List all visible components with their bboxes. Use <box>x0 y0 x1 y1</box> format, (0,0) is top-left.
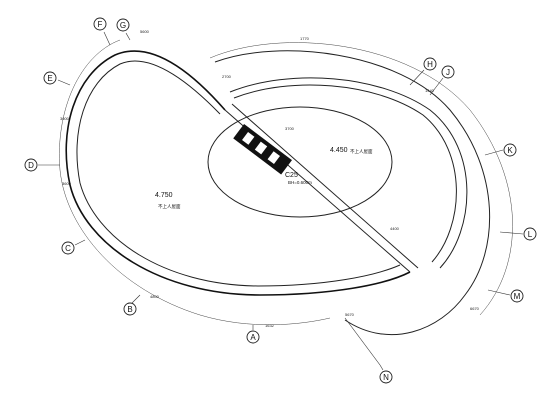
svg-text:E: E <box>47 74 52 83</box>
dim-right-2: 6670 <box>470 306 480 311</box>
dim-upper: 2700 <box>222 74 232 79</box>
svg-text:H: H <box>427 60 433 69</box>
axis-E: E <box>43 71 71 86</box>
right-ring-inner <box>229 77 468 269</box>
level-right-note: 不上人屋面 <box>350 148 373 155</box>
axis-L: L <box>499 227 537 241</box>
svg-text:D: D <box>28 161 34 170</box>
axis-A: A <box>246 325 260 344</box>
level-left: 4.750 <box>155 192 173 199</box>
dim-bottom-2: 1632 <box>265 323 275 328</box>
axis-F: F <box>93 17 111 46</box>
axis-M: M <box>487 289 524 303</box>
dim-core: 3700 <box>285 126 295 131</box>
right-ring-inner-2 <box>233 84 457 263</box>
svg-text:N: N <box>383 373 389 382</box>
axis-D: D <box>24 158 60 172</box>
level-left-note: 不上人屋面 <box>158 203 181 210</box>
left-dimension-chain <box>59 39 331 325</box>
axis-K: K <box>484 143 517 157</box>
level-right: 4.450 <box>330 147 348 154</box>
outer-dimension-arc <box>209 42 513 316</box>
svg-text:M: M <box>514 292 521 301</box>
svg-text:K: K <box>507 146 513 155</box>
left-wing-outer-edge <box>65 50 411 296</box>
dim-left-1: 3600 <box>60 116 70 121</box>
core-block <box>233 123 292 175</box>
dim-right-top: 1440 <box>425 88 435 93</box>
dim-left-2: 3600 <box>62 181 72 186</box>
radial-edge-inner <box>231 103 419 269</box>
axis-J: J <box>429 65 455 96</box>
dim-right-3: 5670 <box>345 312 355 317</box>
central-ellipse <box>207 106 393 218</box>
svg-text:F: F <box>98 20 103 29</box>
axis-C: C <box>61 239 86 255</box>
svg-text:G: G <box>120 21 126 30</box>
dim-top: 5600 <box>140 29 150 34</box>
axis-G: G <box>116 18 131 41</box>
axis-N: N <box>379 364 393 384</box>
svg-text:C: C <box>65 244 71 253</box>
svg-text:L: L <box>528 230 533 239</box>
dim-right-1: 4400 <box>390 226 400 231</box>
svg-text:J: J <box>446 68 450 77</box>
svg-text:A: A <box>250 333 256 342</box>
left-wing-inner-edge <box>76 60 401 287</box>
core-sub-label: BH=0.600m <box>288 180 312 185</box>
svg-text:B: B <box>127 305 132 314</box>
outer-right-arc <box>214 50 491 336</box>
dim-bottom-1: 4800 <box>150 294 160 299</box>
axis-B: B <box>123 294 141 316</box>
dim-top-right: 1770 <box>300 36 310 41</box>
axis-H: H <box>409 57 437 86</box>
core-label: C25 <box>285 172 298 179</box>
